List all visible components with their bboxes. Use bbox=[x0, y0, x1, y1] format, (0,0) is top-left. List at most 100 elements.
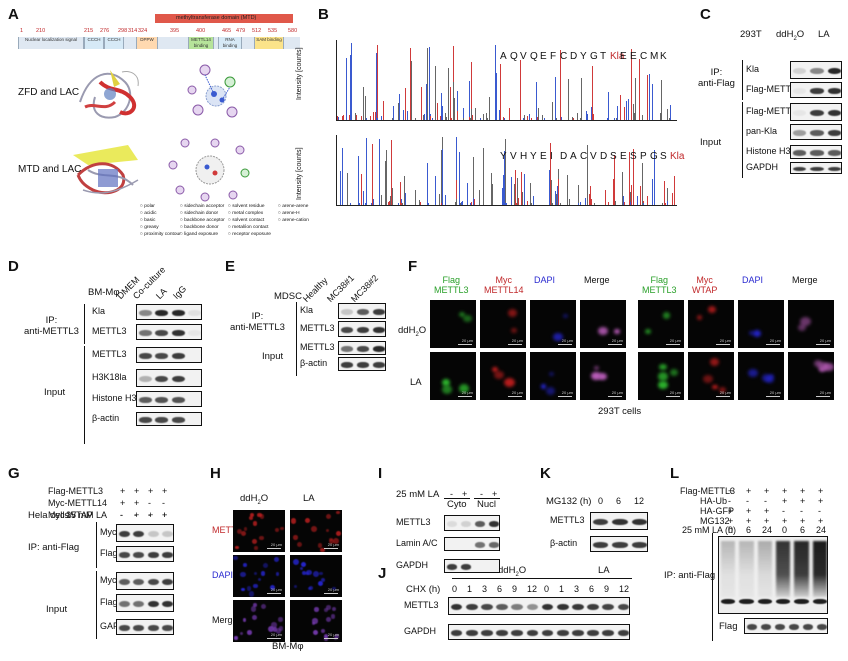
peptide-residue: V bbox=[590, 151, 597, 162]
domain-segment: DPPW bbox=[136, 37, 158, 49]
c-blot-0 bbox=[790, 61, 842, 79]
e-blot-2 bbox=[338, 341, 386, 355]
cell-nucleus bbox=[240, 631, 244, 635]
spectrum-peak bbox=[379, 178, 381, 205]
spectrum-peak bbox=[533, 196, 535, 205]
c-blot-3-band bbox=[827, 129, 841, 137]
l-time-4: 6 bbox=[800, 525, 806, 535]
mtd-interaction-map bbox=[165, 135, 255, 205]
spectrum-peak bbox=[494, 45, 496, 120]
peptide-residue: F bbox=[550, 51, 557, 62]
cell-nucleus bbox=[510, 327, 517, 333]
spectrum-peak bbox=[472, 115, 474, 120]
g-blot-4-band bbox=[162, 624, 173, 632]
spectrum-peak bbox=[572, 117, 574, 120]
f-left-img-r0-c1: 20 μm bbox=[480, 300, 526, 348]
e-blot-0-band bbox=[356, 308, 370, 316]
spectrum-peak bbox=[643, 203, 645, 205]
f-left-header-0: Flag METTL3 bbox=[434, 275, 469, 296]
spectrum-peak bbox=[430, 115, 432, 120]
spectrum-peak bbox=[439, 194, 441, 205]
d-blot-3-band bbox=[138, 375, 152, 383]
peptide-residue: H bbox=[520, 151, 528, 162]
d-blot-2-band bbox=[171, 352, 185, 360]
spectrum-peak bbox=[426, 83, 428, 120]
c-blot-5-band bbox=[810, 166, 824, 172]
spectrum-peak bbox=[667, 109, 669, 120]
spectrum-peak bbox=[516, 202, 518, 205]
spectrum-peak bbox=[472, 198, 474, 205]
panel-label-c: C bbox=[700, 6, 711, 23]
l-sign-1-1: - bbox=[746, 496, 749, 506]
i-sign-1: + bbox=[462, 489, 468, 499]
spectrum-peak bbox=[448, 67, 450, 120]
interaction-legend: ○ polar○ acidic○ basic○ greasy○ proximit… bbox=[140, 204, 310, 253]
legend-item: ○ arene-cation bbox=[278, 218, 309, 223]
zfd-interaction-map bbox=[180, 60, 250, 128]
group-ddh2o-j: ddH2O bbox=[498, 565, 527, 578]
row-la-f: LA bbox=[410, 377, 422, 388]
l-sign-3-5: + bbox=[818, 516, 824, 526]
d-blot-1-band bbox=[155, 329, 169, 337]
j-time-9: 6 bbox=[589, 584, 595, 594]
spectrum-peak bbox=[640, 186, 642, 205]
spectrum-peak bbox=[390, 139, 392, 205]
peptide-residue: E bbox=[540, 151, 547, 162]
spectrum-peak bbox=[375, 52, 377, 120]
g-blot-2 bbox=[116, 572, 174, 590]
cell-nucleus bbox=[797, 323, 807, 331]
c-blot-5 bbox=[790, 162, 842, 174]
spectrum-peak bbox=[470, 118, 472, 120]
f-right-img-r1-c0: 20 μm bbox=[638, 352, 684, 400]
d-blot-0 bbox=[136, 304, 202, 320]
panel-label-j: J bbox=[378, 565, 387, 582]
spectrum-peak bbox=[620, 94, 622, 120]
spectrum-peak bbox=[423, 113, 425, 120]
spectrum-peak bbox=[475, 108, 477, 120]
e-blot-2-band bbox=[372, 346, 385, 352]
f-right-img-r1-c1: 20 μm bbox=[688, 352, 734, 400]
legend-item: ○ metal/ion contact bbox=[228, 225, 269, 230]
scale-bar bbox=[558, 344, 572, 345]
ip-label-e: IP:anti-METTL3 bbox=[230, 311, 285, 333]
spectrum-peak bbox=[577, 113, 579, 120]
cell-nucleus bbox=[235, 545, 239, 550]
spectrum-peak bbox=[550, 143, 552, 205]
g-blot-4-band bbox=[133, 624, 145, 632]
spectrum-peak bbox=[398, 202, 400, 205]
spectrum-peak bbox=[471, 117, 473, 120]
panel-label-a: A bbox=[8, 6, 19, 23]
col-293t: 293T bbox=[740, 29, 762, 40]
cell-nucleus bbox=[249, 513, 254, 518]
scale-bar bbox=[816, 396, 830, 397]
spectrum-peak bbox=[388, 202, 390, 205]
spectrum-peak bbox=[664, 202, 666, 205]
spectrum-peak bbox=[591, 66, 593, 120]
spectrum-peak bbox=[523, 114, 525, 120]
header-mdsc: MDSC bbox=[274, 291, 302, 302]
scale-text: 20 μm bbox=[819, 390, 831, 395]
spectrum-2 bbox=[336, 135, 677, 206]
j-blot-1-band bbox=[541, 629, 554, 637]
f-left-header-1: Myc METTL14 bbox=[484, 275, 524, 296]
c-blot-4-band bbox=[810, 150, 824, 156]
panel-label-d: D bbox=[8, 258, 19, 275]
cell-nucleus bbox=[325, 528, 330, 533]
col-la: LA bbox=[818, 29, 830, 40]
cell-nucleus bbox=[254, 546, 258, 550]
legend-item: ○ arene-H bbox=[278, 211, 300, 216]
ubiquitin-smear bbox=[794, 541, 809, 597]
f-left-img-r1-c2: 20 μm bbox=[530, 352, 576, 400]
j-blot-0-band bbox=[496, 603, 508, 611]
i-blot-0-band bbox=[446, 520, 458, 528]
cell-nucleus bbox=[324, 608, 328, 612]
ha-band bbox=[721, 599, 736, 604]
ha-band bbox=[757, 599, 772, 604]
cell-nucleus bbox=[320, 577, 326, 583]
spectrum-peak bbox=[482, 148, 484, 205]
peptide-residue: I bbox=[550, 151, 553, 162]
peptide-residue: Kla bbox=[610, 51, 625, 62]
input-bracket-g bbox=[96, 571, 97, 639]
spectrum-peak bbox=[467, 183, 469, 205]
